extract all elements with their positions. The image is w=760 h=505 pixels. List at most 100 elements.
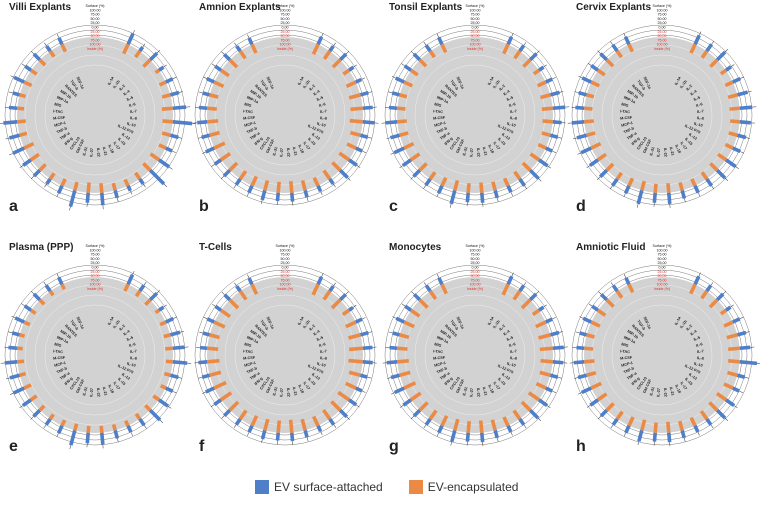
cytokine-label: MIP-1a (623, 95, 637, 104)
bar-surface-IL-7 (552, 345, 565, 351)
tick-label-surface: 100.00 (90, 8, 101, 12)
tick-label-inside: 50.00 (658, 34, 667, 38)
error-bar (233, 424, 237, 428)
bar-surface-IL-21 (303, 429, 309, 438)
tick-axis-inside-title: Inside (%) (654, 287, 670, 291)
bar-surface-IL-8 (552, 120, 562, 125)
error-bar (597, 415, 602, 420)
bar-encapsulated-IL-18 (502, 177, 510, 187)
bar-encapsulated-TGF-b (48, 50, 56, 58)
bar-encapsulated-IL-8 (730, 119, 740, 124)
cytokine-label: IFN-g (64, 136, 74, 146)
cytokine-label: MIP-1b (439, 89, 452, 100)
cytokine-label: TGF-b (259, 79, 269, 91)
tick-label-inside: 25.00 (281, 270, 290, 274)
cytokine-label: IFN-g (254, 376, 264, 386)
bar-surface-IL-17 (518, 177, 527, 187)
bar-encapsulated-IL-7 (539, 346, 553, 352)
error-bar (436, 33, 439, 38)
error-bar (172, 391, 177, 394)
cytokine-label: MIG (244, 102, 252, 108)
error-bar (159, 419, 164, 424)
bar-encapsulated-IL-27 (86, 425, 91, 433)
bar-encapsulated-IL-1b (134, 290, 142, 298)
bar-surface-IL-6 (549, 330, 560, 337)
bar-encapsulated-IL-18 (312, 415, 320, 427)
panel-letter-e: e (9, 438, 18, 455)
error-bar (9, 392, 14, 395)
bar-surface-IL-13 (724, 398, 736, 408)
cytokine-label: IL-5 (126, 335, 134, 341)
bar-encapsulated-MIP-1b (220, 308, 232, 319)
panel-title-c: Tonsil Explants (389, 2, 463, 13)
cytokine-label: TNF-a (626, 131, 638, 141)
error-bar (390, 392, 395, 395)
tick-label-inside: 100.00 (470, 43, 481, 47)
bar-encapsulated-SDF-1a (60, 283, 66, 291)
bar-surface-CXCL10 (424, 177, 432, 187)
cytokine-label: IL-13 (688, 132, 698, 140)
error-bar (436, 432, 439, 437)
bar-surface-RANTES (599, 52, 609, 62)
error-bar (56, 273, 59, 278)
bar-surface-IL-22 (100, 432, 105, 445)
cytokine-label: IL-4 (123, 89, 132, 97)
error-bar (247, 274, 250, 279)
inner-ring (424, 304, 526, 406)
bar-encapsulated-IFN-g (228, 400, 240, 412)
cytokine-label: IL-1b (112, 319, 121, 329)
cytokine-label: IL-8 (510, 356, 517, 361)
bar-surface-IL-17 (705, 177, 714, 187)
error-bar (132, 29, 135, 34)
bar-encapsulated-IL-7 (349, 346, 363, 352)
bar-surface-IL-13 (724, 158, 737, 168)
bar-surface-IL-27 (465, 432, 470, 442)
tick-label-surface: 50.00 (658, 17, 667, 21)
bar-encapsulated-RANTES (228, 298, 240, 310)
bar-surface-IL-4 (347, 65, 355, 72)
tick-label-surface: 25.00 (91, 261, 100, 265)
tick-label-inside: 100.00 (657, 283, 668, 287)
bar-encapsulated-IL-1b (512, 290, 522, 301)
bar-encapsulated-IL-2 (142, 58, 152, 68)
cytokine-label: IL-10 (506, 122, 516, 128)
bar-surface-TNF-b (580, 146, 593, 155)
error-bar (496, 197, 499, 202)
error-bar (221, 51, 225, 55)
tick-label-inside: 50.00 (471, 274, 480, 278)
bar-encapsulated-IL-8 (542, 119, 553, 124)
error-bar (724, 48, 729, 53)
error-bar (144, 425, 147, 429)
outer-ring (199, 29, 371, 201)
bar-encapsulated-CXCL10 (615, 171, 624, 180)
bar-encapsulated-TNF-a (410, 152, 421, 162)
bar-surface-IL-2 (338, 293, 348, 302)
error-bar (399, 165, 404, 169)
bar-encapsulated-CXCL10 (48, 413, 55, 420)
bar-encapsulated-IFN-g (228, 161, 239, 172)
inner-ring (611, 64, 713, 166)
cytokine-label: IL-7 (320, 349, 327, 354)
cytokine-label: MIG (54, 102, 62, 108)
bar-surface-MIP-1b (24, 64, 33, 72)
tick-axis-inside-title: Inside (%) (654, 47, 670, 51)
tick-axis-title: Surface (%) (276, 4, 295, 8)
outer-ring (571, 264, 753, 446)
error-bar (321, 272, 324, 277)
error-bar (367, 137, 372, 139)
cytokine-label: IL-17 (679, 381, 687, 391)
bar-surface-IL-1b (328, 285, 335, 293)
tick-axis-inside-title: Inside (%) (87, 287, 103, 291)
error-bar (320, 431, 323, 436)
error-bar (198, 377, 203, 379)
bar-encapsulated-IL-17 (134, 412, 142, 420)
cytokine-label: IL-10 (316, 122, 326, 128)
bar-encapsulated-CXCL10 (238, 409, 248, 420)
bar-encapsulated-IL-1a (123, 283, 130, 292)
bar-surface-MIP-1b (403, 64, 413, 72)
error-bar (401, 303, 406, 307)
bar-encapsulated-IL-18 (312, 176, 320, 187)
cytokine-label: IL-4 (690, 89, 699, 97)
bar-surface-TNF-b (204, 146, 216, 154)
error-bar (143, 281, 147, 286)
